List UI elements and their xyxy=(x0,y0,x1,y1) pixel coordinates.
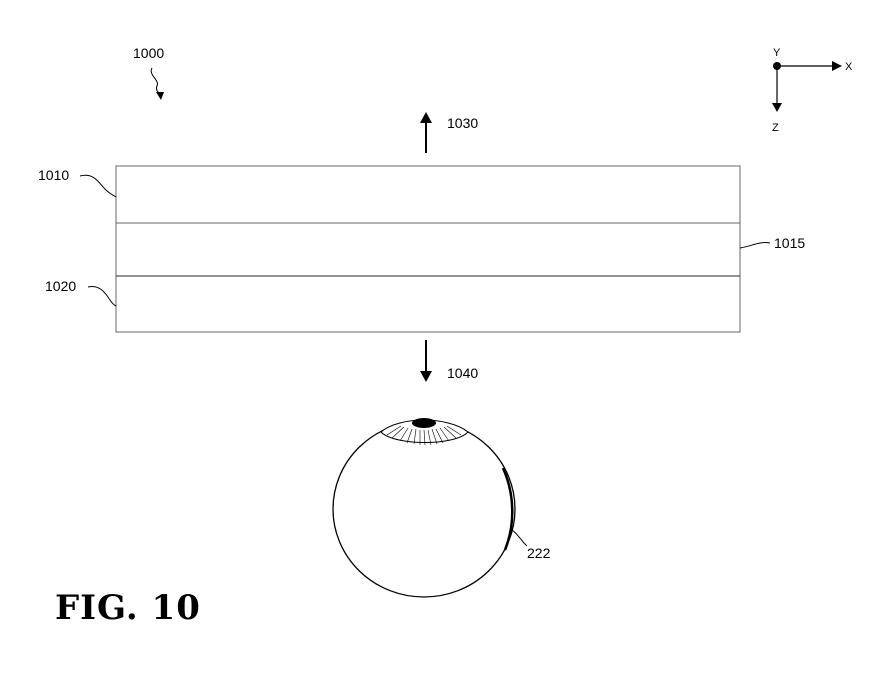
label-1015: 1015 xyxy=(774,235,805,251)
iris-striations xyxy=(386,425,462,446)
leader-1015 xyxy=(739,242,771,249)
axis-indicator: Y X Z xyxy=(772,47,853,134)
label-1020: 1020 xyxy=(45,278,76,294)
pupil xyxy=(412,418,436,428)
label-1030: 1030 xyxy=(447,115,478,131)
leader-222 xyxy=(511,529,528,547)
axis-z-arrowhead xyxy=(772,103,782,112)
leader-1000 xyxy=(150,67,162,97)
label-222: 222 xyxy=(527,545,551,561)
arrow-1040-head xyxy=(420,371,432,382)
axis-x-arrowhead xyxy=(832,61,842,71)
arrow-1030-head xyxy=(420,112,432,123)
label-1040: 1040 xyxy=(447,365,478,381)
figure-title: FIG. 10 xyxy=(55,588,201,628)
eyeball xyxy=(332,420,516,598)
eye-shadow-edge xyxy=(501,467,514,551)
leader-1010 xyxy=(79,174,117,198)
label-1010: 1010 xyxy=(38,167,69,183)
axis-z-label: Z xyxy=(772,122,779,134)
eye-illustration xyxy=(332,418,528,598)
layer-stack-outline xyxy=(115,165,741,333)
label-1000: 1000 xyxy=(133,45,164,61)
arrowhead-1000 xyxy=(156,92,164,100)
axis-x-label: X xyxy=(845,61,853,73)
leader-1020 xyxy=(87,285,117,307)
layer-stack xyxy=(115,165,741,333)
axis-y-label: Y xyxy=(773,47,781,59)
